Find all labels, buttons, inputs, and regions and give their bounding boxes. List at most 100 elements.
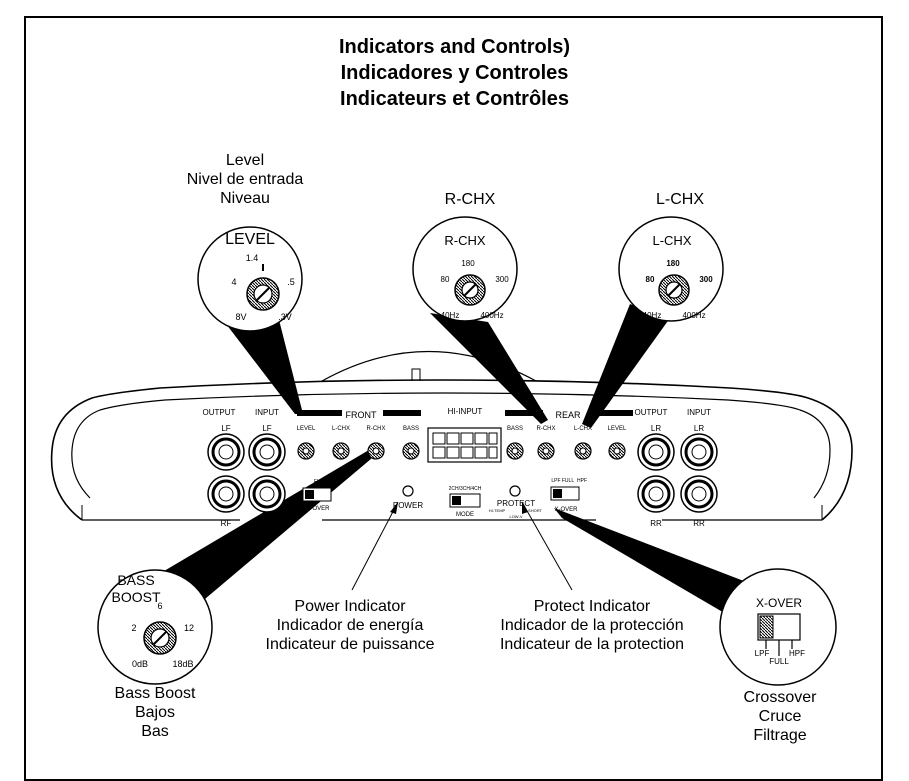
mode-switch[interactable] [449,493,481,508]
level-knob-title: LEVEL [225,231,275,248]
rear-switch-hpf-label: HPF [577,478,587,484]
rear-knob-label-level: LEVEL [608,426,627,432]
right-input-top-label: LR [694,424,704,433]
rear-switch-lpf-label: LPF [551,478,560,484]
rear-xover-label: X-OVER [554,507,578,513]
lchx-callout-wedge [582,304,670,428]
lchx-caption: L-CHX [655,191,704,208]
protect-sub-lowv: LOW-V [509,514,522,519]
power-caption-en: Power Indicator [294,598,406,615]
right-input-header: INPUT [687,408,711,417]
right-output-header: OUTPUT [635,408,668,417]
rchx-caption: R-CHX [444,191,496,208]
power-indicator-caption: Power Indicator Indicador de energía Ind… [240,597,460,654]
rchx-tick-400hz: 400Hz [480,311,503,320]
power-pointer-line [351,501,399,591]
bass-callout-wedge [159,447,378,604]
bass-caption-en: Bass Boost [114,685,196,702]
level-tick-1-4: 1.4 [246,253,259,263]
level-callout-wedge [220,316,303,414]
protect-pointer-line [521,501,573,591]
protect-indicator-caption: Protect Indicator Indicador de la protec… [472,597,712,654]
lchx-tick-180: 180 [666,259,680,268]
level-caption-fr: Niveau [220,190,270,207]
front-bass-knob[interactable] [402,442,420,460]
xover-tick-hpf: HPF [789,649,805,658]
rear-xover-switch[interactable] [550,486,580,501]
bass-boost-knob-closeup: BASS BOOST 6 2 12 0dB 18dB [97,569,213,685]
rchx-knob-closeup: R-CHX 180 80 300 40Hz 400Hz [412,216,518,322]
rear-rchx-knob[interactable] [537,442,555,460]
title-es: Indicadores y Controles [340,62,569,84]
right-output-top-label: LR [651,424,661,433]
rchx-callout-wedge [430,313,548,424]
bass-tick-0db: 0dB [132,659,148,669]
front-xover-switch[interactable] [302,487,332,502]
front-group-label: FRONT [346,410,377,420]
protect-caption-es: Indicador de la protección [500,617,684,634]
protect-led [509,485,521,497]
level-tick-8v: 8V [235,312,246,322]
rca-jack-lr-input [680,433,718,471]
rear-knob-label-lchx: L-CHX [574,426,592,432]
level-tick-0-5: .5 [287,277,295,287]
protect-caption-en: Protect Indicator [533,598,651,615]
rchx-tick-40hz: 40Hz [441,311,460,320]
rear-level-knob[interactable] [608,442,626,460]
lchx-knob-closeup: L-CHX 180 80 300 40Hz 400Hz [618,216,724,322]
rca-jack-rf-input [248,475,286,513]
bass-tick-12: 12 [184,623,194,633]
hi-input-connector [427,427,502,463]
level-caption-en: Level [225,152,265,169]
front-level-knob[interactable] [297,442,315,460]
front-xover-label: X-OVER [306,506,330,512]
rca-jack-lf-output [207,433,245,471]
title-fr: Indicateurs et Contrôles [340,88,569,110]
rear-bass-knob[interactable] [506,442,524,460]
amp-top-fin [321,350,537,382]
rear-group-label: REAR [555,410,581,420]
level-caption: Level Nivel de entrada Niveau [160,151,330,208]
bass-tick-6: 6 [157,601,162,611]
right-input-bottom-label: RR [693,519,705,528]
front-rchx-knob[interactable] [367,442,385,460]
right-output-bottom-label: RR [650,519,662,528]
rear-knob-label-rchx: R-CHX [537,426,556,432]
lchx-tick-40hz: 40Hz [643,311,662,320]
power-label: POWER [393,501,423,510]
crossover-caption: Crossover Cruce Filtrage [720,688,840,745]
mode-options-label: 2CH/3CH/4CH [449,486,482,492]
level-knob-closeup: LEVEL 1.4 4 .5 8V .3V [197,226,303,332]
front-lchx-knob[interactable] [332,442,350,460]
rchx-tick-300: 300 [495,275,509,284]
title-en: Indicators and Controls) [338,36,571,58]
bass-knob-title-2: BOOST [111,589,160,605]
lchx-knob-title: L-CHX [652,233,691,248]
protect-label: PROTECT [497,499,535,508]
amp-inner-shell [71,392,831,499]
rear-knob-label-bass: BASS [507,426,523,432]
left-input-bottom-label: RF [262,519,273,528]
rca-jack-rr-output [637,475,675,513]
protect-caption-fr: Indicateur de la protection [499,636,685,653]
bass-tick-2: 2 [131,623,136,633]
xover-knob-title: X-OVER [756,596,802,610]
rear-lchx-knob[interactable] [574,442,592,460]
left-input-top-label: LF [262,424,271,433]
protect-sub-short: SHORT [528,508,542,513]
xover-callout-wedge [554,508,762,628]
rca-jack-rr-input [680,475,718,513]
rca-jack-lf-input [248,433,286,471]
front-knob-label-bass: BASS [403,426,419,432]
lchx-tick-80: 80 [646,275,655,284]
xover-tick-full: FULL [769,657,789,666]
hi-input-label: HI-INPUT [448,407,483,416]
lchx-tick-400hz: 400Hz [682,311,705,320]
power-caption-fr: Indicateur de puissance [265,636,435,653]
level-tick-0-3v: .3V [278,312,292,322]
level-tick-4: 4 [231,277,236,287]
level-caption-es: Nivel de entrada [186,171,304,188]
front-switch-full-label: FULL [314,479,326,485]
left-output-top-label: LF [221,424,230,433]
